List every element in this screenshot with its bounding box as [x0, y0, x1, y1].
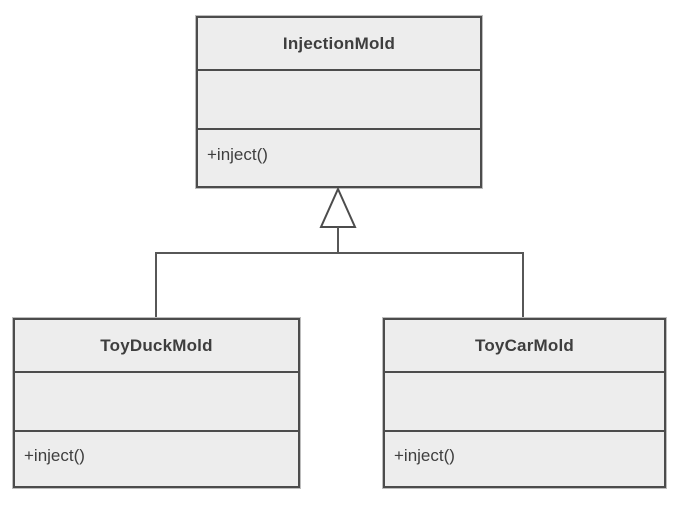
attributes-compartment [15, 371, 298, 430]
methods-compartment: +inject() [385, 430, 664, 486]
class-name: ToyDuckMold [100, 335, 213, 355]
connector-left-drop-line [155, 252, 157, 318]
class-box-toy-car-mold[interactable]: ToyCarMold +inject() [383, 318, 666, 488]
class-box-injection-mold[interactable]: InjectionMold +inject() [196, 16, 482, 188]
connector-stem-line [337, 227, 339, 254]
connector-horizontal-line [155, 252, 524, 254]
class-name: ToyCarMold [475, 335, 574, 355]
method-label: +inject() [207, 145, 268, 164]
methods-compartment: +inject() [198, 128, 480, 186]
class-name: InjectionMold [282, 33, 396, 53]
attributes-compartment [385, 371, 664, 430]
attributes-compartment [198, 69, 480, 128]
method-label: +inject() [394, 446, 455, 465]
generalization-triangle-icon [319, 187, 357, 228]
class-box-toy-duck-mold[interactable]: ToyDuckMold +inject() [13, 318, 300, 488]
method-label: +inject() [24, 446, 85, 465]
methods-compartment: +inject() [15, 430, 298, 486]
connector-right-drop-line [522, 252, 524, 318]
